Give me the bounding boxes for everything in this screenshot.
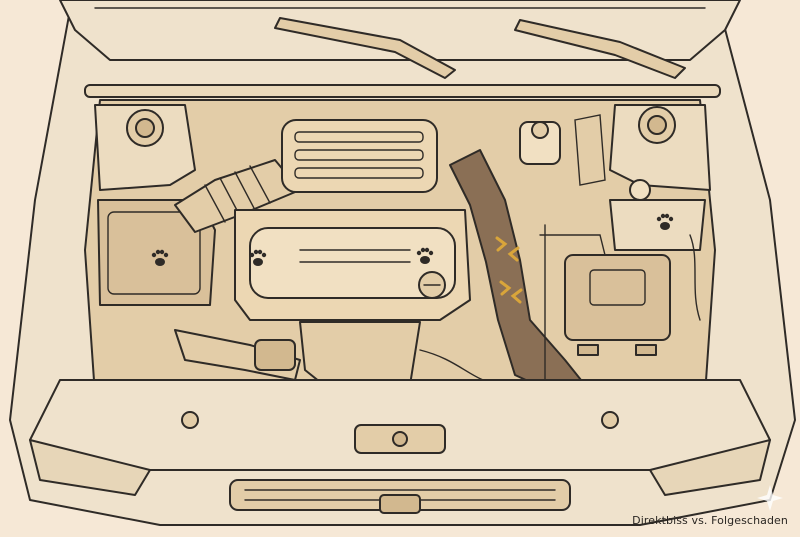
valve-cover	[249, 227, 456, 299]
air-filter-panel	[107, 211, 201, 295]
washer-cap	[629, 179, 651, 201]
right-headlight	[649, 439, 771, 496]
sparkle-icon	[757, 485, 783, 511]
left-headlight	[29, 439, 151, 496]
paw-print-icon	[416, 247, 434, 264]
caption: Direktbiss vs. Folgeschaden	[632, 514, 788, 527]
paw-print-icon	[151, 249, 169, 266]
license-mount	[379, 494, 421, 514]
paw-print-icon	[249, 249, 267, 266]
right-bolt	[601, 411, 619, 429]
latch-bolt	[392, 431, 408, 447]
plenum-rib-1	[294, 131, 424, 143]
battery-label	[589, 269, 646, 306]
brake-fluid-tank	[574, 114, 606, 186]
wiper-left	[274, 17, 456, 79]
plenum-rib-3	[294, 167, 424, 179]
washer-fluid-tank	[609, 199, 706, 251]
cowl	[84, 84, 721, 98]
hose-clamp	[254, 339, 296, 371]
battery-terminal-pos	[635, 344, 657, 356]
open-hood	[59, 0, 741, 61]
plenum-rib-2	[294, 149, 424, 161]
left-fender	[94, 104, 196, 191]
battery-terminal-neg	[577, 344, 599, 356]
intake-ribs	[204, 165, 271, 223]
left-strut-bolt	[135, 118, 155, 138]
paw-print-icon	[656, 213, 674, 230]
valve-cover-ribs	[299, 249, 411, 263]
intake-plenum	[281, 119, 438, 193]
bite-marks	[495, 236, 523, 304]
reservoir-cap	[531, 121, 549, 139]
right-strut-bolt	[647, 115, 667, 135]
battery	[564, 254, 671, 341]
wiper-right	[514, 19, 686, 79]
right-fender	[609, 104, 711, 191]
left-bolt	[181, 411, 199, 429]
